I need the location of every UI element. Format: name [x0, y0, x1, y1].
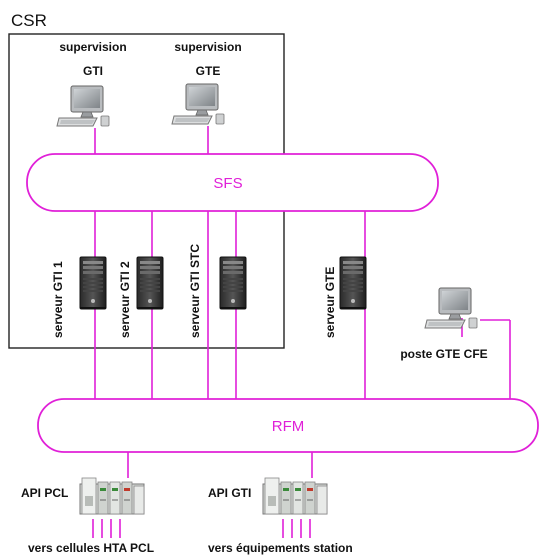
poste-gte-cfe-label: poste GTE CFE	[400, 347, 487, 361]
supervision-gti-workstation-icon	[56, 85, 110, 127]
api-pcl-plc-icon	[79, 477, 145, 515]
api-pcl-label: API PCL	[21, 486, 68, 500]
supervision-gte-line1: supervision	[174, 40, 241, 54]
output-gti-label: vers équipements station	[208, 541, 353, 555]
sfs-bus	[26, 153, 439, 212]
server-gti-stc-icon	[219, 256, 247, 310]
server-gte-icon	[339, 256, 367, 310]
server-gti-1-label: serveur GTI 1	[51, 261, 65, 338]
supervision-gti-line2: GTI	[83, 64, 103, 78]
poste-gte-cfe-workstation-icon	[424, 287, 478, 329]
server-gte-label: serveur GTE	[323, 267, 337, 338]
csr-label: CSR	[11, 11, 47, 30]
supervision-gti-line1: supervision	[59, 40, 126, 54]
server-gti-2-label: serveur GTI 2	[118, 261, 132, 338]
supervision-gte-workstation-icon	[171, 83, 225, 125]
output-pcl-label: vers cellules HTA PCL	[28, 541, 154, 555]
server-gti-2-icon	[136, 256, 164, 310]
server-gti-stc-label: serveur GTI STC	[188, 244, 202, 338]
sfs-label: SFS	[213, 175, 242, 192]
supervision-gte-line2: GTE	[196, 64, 221, 78]
server-gti-1-icon	[79, 256, 107, 310]
bus-links	[92, 126, 511, 538]
rfm-label: RFM	[272, 418, 305, 435]
rfm-bus	[37, 398, 539, 453]
api-gti-label: API GTI	[208, 486, 251, 500]
api-gti-plc-icon	[262, 477, 328, 515]
